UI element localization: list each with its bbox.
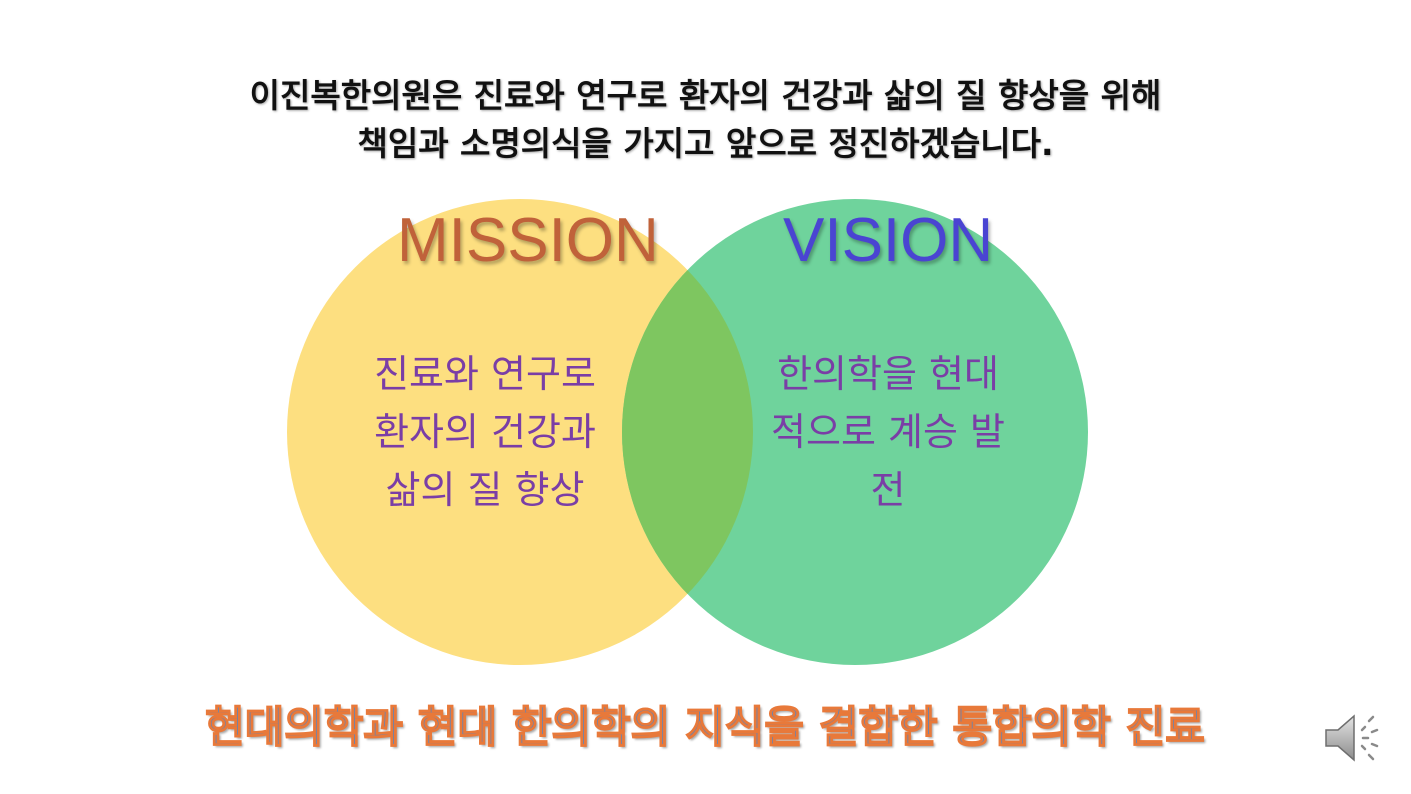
headline-line-2: 책임과 소명의식을 가지고 앞으로 정진하겠습니다. xyxy=(357,124,1054,163)
vision-title: VISION xyxy=(783,206,994,275)
headline: 이진복한의원은 진료와 연구로 환자의 건강과 삶의 질 향상을 위해 책임과 … xyxy=(150,72,1261,168)
mission-circle xyxy=(287,199,753,665)
mission-title: MISSION xyxy=(397,206,659,275)
vision-statement: 한의학을 현대 적으로 계승 발 전 xyxy=(748,345,1028,519)
audio-button[interactable] xyxy=(1322,708,1388,768)
headline-line-1: 이진복한의원은 진료와 연구로 환자의 건강과 삶의 질 향상을 위해 xyxy=(249,76,1162,115)
tagline-part-2: 통합의학 진료 xyxy=(952,702,1206,754)
speaker-icon xyxy=(1325,714,1379,762)
vision-line-3: 전 xyxy=(870,468,906,512)
mission-line-3: 삶의 질 향상 xyxy=(385,468,585,512)
vision-line-2: 적으로 계승 발 xyxy=(771,410,1005,454)
mission-line-1: 진료와 연구로 xyxy=(374,352,596,396)
tagline: 현대의학과 현대 한의학의 지식을 결합한 통합의학 진료 xyxy=(80,698,1330,758)
mission-statement: 진료와 연구로 환자의 건강과 삶의 질 향상 xyxy=(345,345,625,519)
vision-line-1: 한의학을 현대 xyxy=(777,352,999,396)
mission-line-2: 환자의 건강과 xyxy=(374,410,596,454)
vision-circle xyxy=(622,199,1088,665)
tagline-part-1: 현대의학과 현대 한의학의 지식을 결합한 xyxy=(204,702,953,754)
